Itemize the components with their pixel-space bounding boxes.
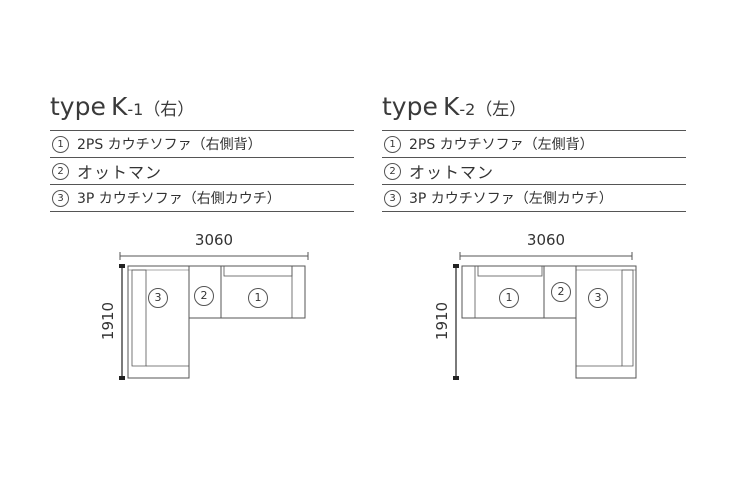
seat-number-3: 3 — [148, 288, 168, 308]
list-item-label: 3P カウチソファ（右側カウチ） — [77, 191, 281, 207]
seat-number-2: 2 — [194, 286, 214, 306]
title-code: K — [110, 92, 128, 121]
number-badge: 2 — [384, 162, 401, 180]
list-item: 2 オットマン — [382, 157, 686, 184]
list-item-label: オットマン — [77, 163, 163, 182]
width-label: 3060 — [194, 231, 234, 249]
seat-number-2: 2 — [551, 282, 571, 302]
list-item-label: 2PS カウチソファ（左側背） — [409, 137, 594, 153]
list-item-label: 2PS カウチソファ（右側背） — [77, 137, 262, 153]
component-list: 1 2PS カウチソファ（右側背） 2 オットマン 3 3P カウチソファ（右側… — [50, 130, 354, 212]
list-item-label: 3P カウチソファ（左側カウチ） — [409, 191, 613, 207]
sofa-layout-drawing — [453, 252, 637, 380]
width-label: 3060 — [526, 231, 566, 249]
width-dimension: 3060 — [114, 231, 314, 249]
number-badge: 3 — [384, 189, 401, 207]
list-item-label: オットマン — [409, 163, 495, 182]
list-item: 1 2PS カウチソファ（右側背） — [50, 130, 354, 157]
list-item: 3 3P カウチソファ（右側カウチ） — [50, 184, 354, 212]
panel-type-k1: type K-1（右） 1 2PS カウチソファ（右側背） 2 オットマン 3 … — [50, 0, 370, 492]
number-badge: 1 — [384, 135, 401, 153]
seat-number-1: 1 — [499, 288, 519, 308]
component-list: 1 2PS カウチソファ（左側背） 2 オットマン 3 3P カウチソファ（左側… — [382, 130, 686, 212]
number-badge: 3 — [52, 189, 69, 207]
height-dimension: 1910 — [433, 301, 451, 341]
title-number: -1 — [127, 100, 144, 119]
title-number: -2 — [459, 100, 476, 119]
number-badge: 1 — [52, 135, 69, 153]
panel-type-k2: type K-2（左） 1 2PS カウチソファ（左側背） 2 オットマン 3 … — [382, 0, 702, 492]
width-dimension: 3060 — [446, 231, 646, 249]
panel-title: type K-2（左） — [382, 92, 526, 124]
panel-title: type K-1（右） — [50, 92, 194, 124]
height-label: 1910 — [99, 301, 117, 341]
title-code: K — [442, 92, 460, 121]
sofa-layout-drawing — [119, 252, 309, 380]
list-item: 2 オットマン — [50, 157, 354, 184]
height-label: 1910 — [433, 301, 451, 341]
list-item: 1 2PS カウチソファ（左側背） — [382, 130, 686, 157]
list-item: 3 3P カウチソファ（左側カウチ） — [382, 184, 686, 212]
sofa-layout-diagram: 3060 1910 3 2 1 — [50, 230, 370, 390]
title-type: type — [382, 92, 438, 121]
number-badge: 2 — [52, 162, 69, 180]
seat-number-1: 1 — [248, 288, 268, 308]
title-type: type — [50, 92, 106, 121]
sofa-layout-diagram: 3060 1910 1 2 3 — [382, 230, 702, 390]
title-side: （右） — [143, 100, 195, 120]
seat-number-3: 3 — [588, 288, 608, 308]
height-dimension: 1910 — [99, 301, 117, 341]
title-side: （左） — [475, 100, 527, 120]
